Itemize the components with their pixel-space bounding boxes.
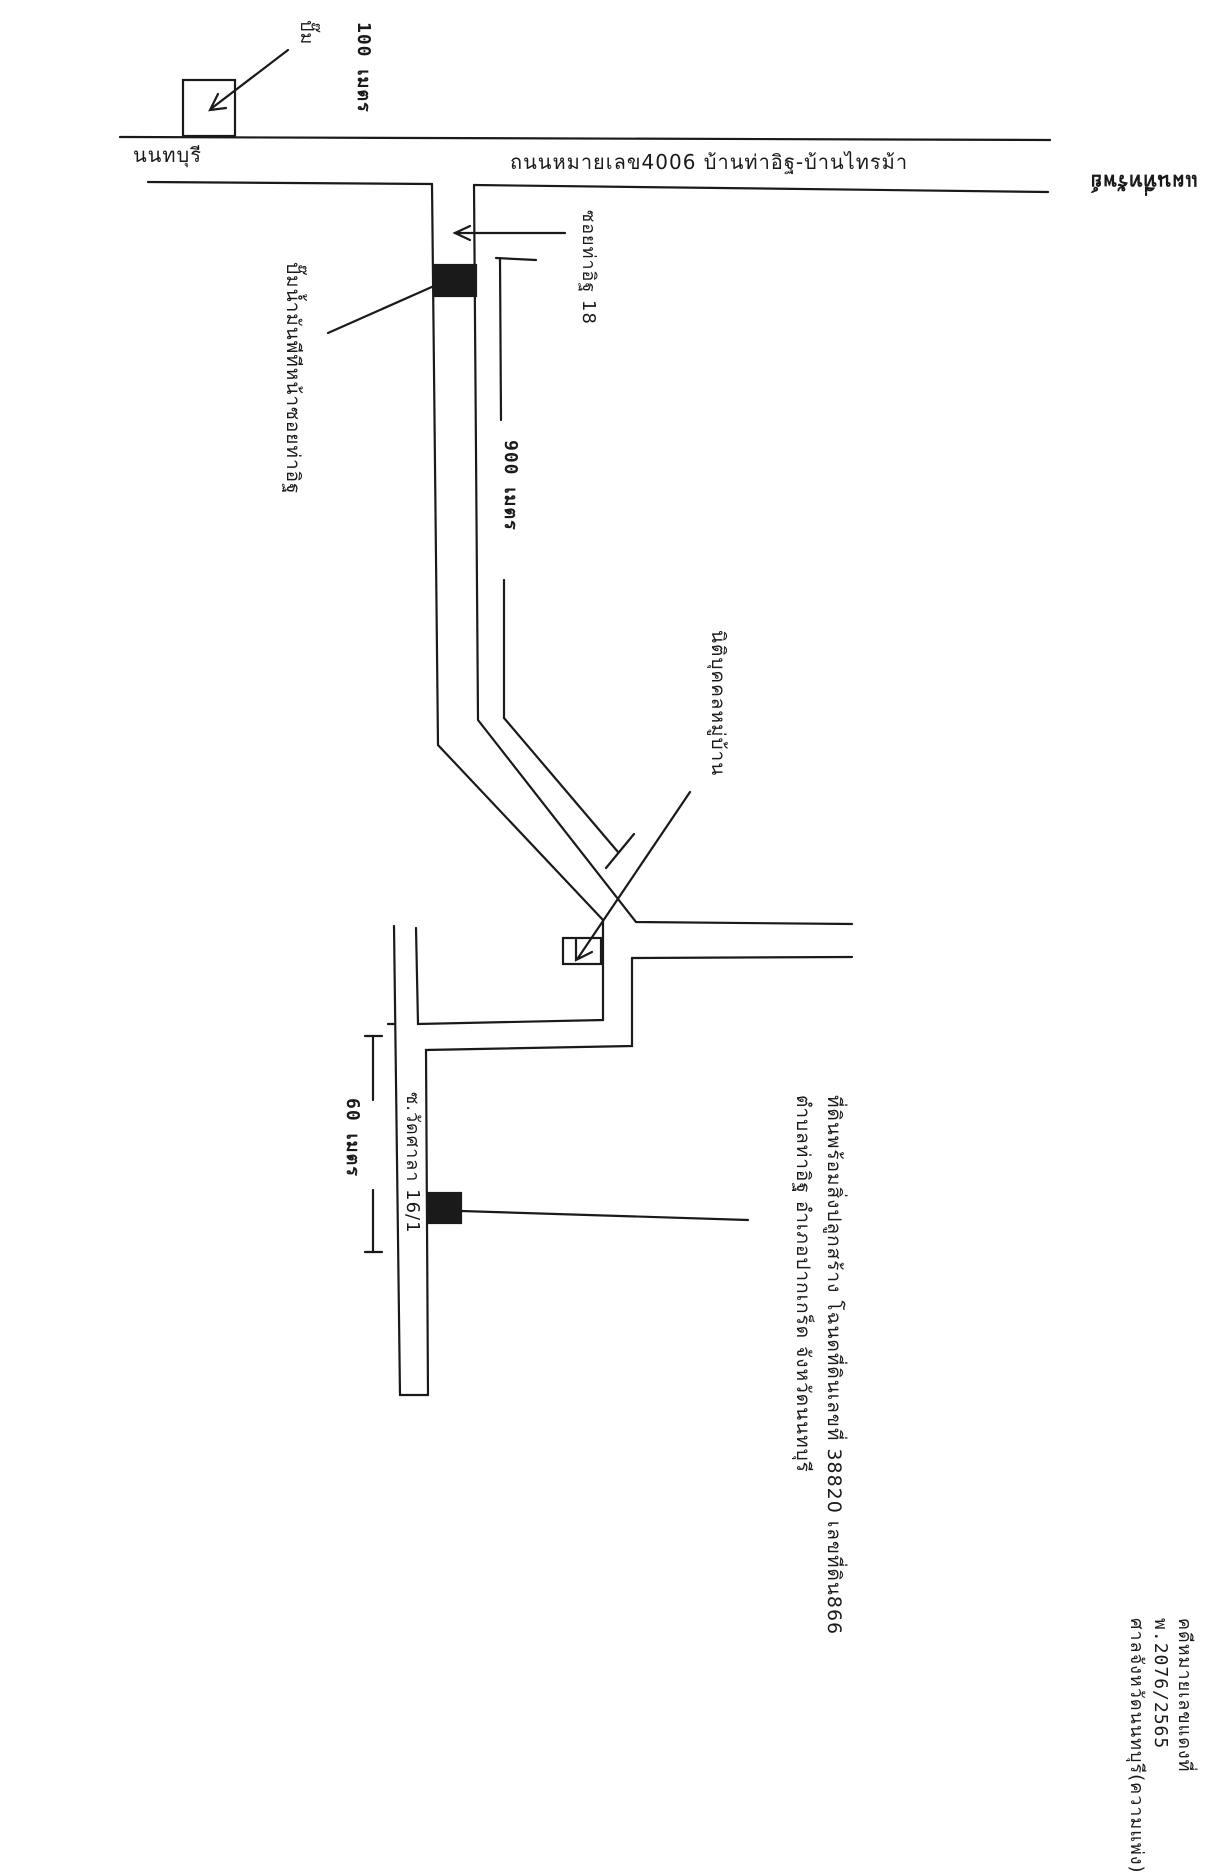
branch-road-upper-edge	[414, 918, 605, 1026]
top-place-arrowhead	[208, 92, 228, 112]
gas-station-marker	[433, 263, 478, 298]
main-road-upper-edge	[118, 135, 1052, 142]
village-arrow	[576, 790, 692, 960]
case-number: พ.2076/2565	[1150, 1618, 1171, 1750]
top-distance-label: 100 เมตร	[353, 22, 374, 113]
soi-18-arrowhead	[452, 224, 472, 242]
map-sheet: แผนที่ทรัพย์ คดีหมายเลขแดงที่ พ.2076/256…	[118, 20, 1198, 1874]
case-label: คดีหมายเลขแดงที่	[1174, 1618, 1195, 1773]
soi-18-left-edge	[430, 182, 605, 922]
property-marker	[426, 1191, 463, 1225]
property-description-line2: ตำบลท่าอิฐ อำเภอปากเกร็ด จังหวัดนนทบุรี	[792, 1095, 814, 1473]
main-road-lower-edge-right	[472, 183, 1050, 194]
gas-station-label: ปั๊มน้ำมันพีทีหน้าซอยท่าอิฐ	[282, 262, 304, 495]
gas-station-leader	[326, 284, 436, 335]
soi-wat-sala-label: ซ.วัดศาลา 16/1	[402, 1092, 423, 1234]
dimension-900-end-tick	[604, 832, 636, 870]
soi-18-right-edge	[472, 183, 854, 926]
road-map-drawing	[118, 48, 1052, 1397]
top-place-arrow	[210, 48, 290, 110]
distance-60-label: 60 เมตร	[342, 1098, 363, 1177]
branch-road-lower-edge	[630, 955, 854, 960]
soi-18-label: ซอยท่าอิฐ 18	[578, 210, 599, 325]
property-description-line1: ที่ดินพร้อมสิ่งปลูกสร้าง โฉนดที่ดินเลขที…	[823, 1095, 845, 1636]
map-title: แผนที่ทรัพย์	[1089, 170, 1198, 194]
top-place-box	[181, 78, 237, 138]
soi-wat-sala-left-edge	[392, 924, 402, 1397]
village-arrowhead	[574, 938, 594, 962]
dimension-900-tick	[494, 256, 538, 262]
distance-900-label: 900 เมตร	[500, 440, 521, 531]
dimension-900-line-top	[498, 256, 503, 422]
dimension-900-diagonal	[502, 716, 620, 854]
property-leader	[459, 1209, 750, 1222]
village-box	[561, 936, 603, 966]
main-road-lower-edge-left	[146, 180, 434, 186]
court-name: ศาลจังหวัดนนทบุรี(ความแพ่ง)	[1126, 1618, 1147, 1874]
nonthaburi-label: นนทบุรี	[133, 143, 202, 167]
main-road-label: ถนนหมายเลข4006 บ้านท่าอิฐ-บ้านไทรม้า	[510, 150, 909, 174]
top-place-label: ปั๊ม	[296, 20, 317, 46]
village-label: นิติบุคคลหมู่บ้าน	[707, 630, 729, 777]
